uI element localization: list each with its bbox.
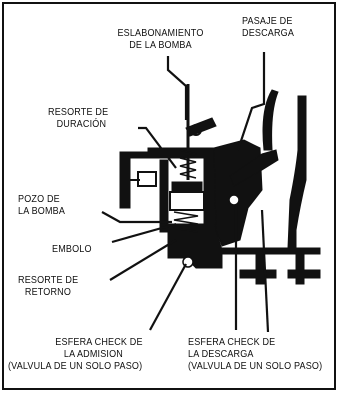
carburetor-body	[119, 89, 321, 285]
leader-lines	[101, 52, 270, 333]
throttle-base-right	[287, 269, 321, 279]
fuel-inlet-fitting	[137, 171, 157, 187]
internal-parts	[130, 84, 240, 268]
discharge-passage-body	[213, 139, 263, 247]
duration-spring	[179, 149, 197, 179]
leader-discharge-ball-2	[260, 209, 270, 333]
label-plunger: EMBOLO	[52, 243, 92, 255]
leader-plunger	[111, 222, 177, 244]
lower-flange	[199, 247, 321, 255]
pump-well-body	[167, 223, 223, 269]
discharge-check-ball	[228, 194, 240, 206]
throttle-body-left	[255, 253, 265, 285]
plunger	[171, 181, 203, 193]
leader-pump-well	[101, 211, 172, 224]
plunger-cup	[169, 191, 205, 211]
leader-discharge-passage	[236, 52, 266, 151]
venturi-wall	[287, 95, 307, 249]
linkage-arm	[185, 117, 217, 137]
discharge-nozzle	[229, 149, 279, 187]
throttle-body-mid	[295, 253, 305, 285]
leader-return-spring	[109, 239, 177, 281]
body-left-block	[119, 157, 131, 209]
leader-intake-ball	[149, 263, 187, 331]
leader-linkage	[166, 56, 188, 120]
body-left-flange	[119, 151, 153, 159]
air-horn-wall	[262, 89, 279, 151]
throttle-base-left	[239, 269, 277, 279]
pump-cylinder-left-wall	[159, 159, 169, 233]
leader-duration-spring	[138, 126, 177, 169]
return-spring	[173, 211, 199, 233]
